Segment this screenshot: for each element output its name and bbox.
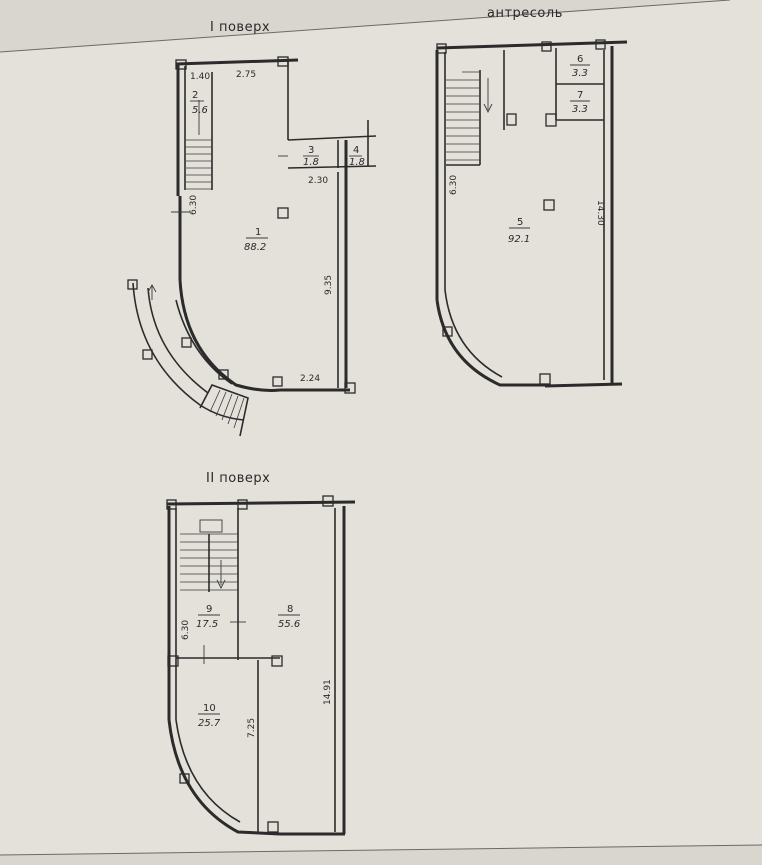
floor1-dim-2-24: 2.24 <box>300 374 320 384</box>
mezzanine-dim-6-30: 6.30 <box>449 175 459 195</box>
floor1-title: I поверх <box>210 20 270 35</box>
floor1-dim-9-35: 9.35 <box>324 275 334 295</box>
room1-number: 1 <box>255 227 261 238</box>
room4-area: 1.8 <box>349 157 365 168</box>
room3-number: 3 <box>308 145 314 156</box>
room7-number: 7 <box>577 90 583 101</box>
paper-bottom-edge <box>0 844 762 856</box>
mezzanine-title: антресоль <box>487 6 563 21</box>
mezzanine-plan: антресоль <box>435 6 628 388</box>
room6-area: 3.3 <box>572 68 588 79</box>
floor1-dim-1-40: 1.40 <box>190 72 210 82</box>
floor2-dim-6-30: 6.30 <box>181 620 191 640</box>
room8-area: 55.6 <box>278 619 300 630</box>
floor2-plan: II поверх <box>166 471 356 836</box>
floor1-plan: I поверх <box>127 20 377 437</box>
floor1-dim-6-30: 6.30 <box>189 195 199 215</box>
room5-number: 5 <box>517 217 523 228</box>
room2-number: 2 <box>192 90 198 101</box>
room2-area: 5.6 <box>192 105 208 116</box>
room10-area: 25.7 <box>198 718 221 729</box>
room1-area: 88.2 <box>244 242 266 253</box>
floor1-dim-2-30: 2.30 <box>308 176 328 186</box>
room4-number: 4 <box>353 145 359 156</box>
room7-area: 3.3 <box>572 104 588 115</box>
room3-area: 1.8 <box>303 157 319 168</box>
room5-area: 92.1 <box>508 234 530 245</box>
room9-area: 17.5 <box>196 619 218 630</box>
room6-number: 6 <box>577 54 583 65</box>
floor2-dim-7-25: 7.25 <box>247 718 257 738</box>
room8-number: 8 <box>287 604 293 615</box>
room10-number: 10 <box>203 703 216 714</box>
floor2-dim-14-91: 14.91 <box>323 679 333 705</box>
paper-edge <box>0 0 731 53</box>
room9-number: 9 <box>206 604 212 615</box>
floor2-title: II поверх <box>206 471 270 486</box>
mezzanine-dim-14-30: 14.30 <box>595 200 605 226</box>
floor1-dim-2-75: 2.75 <box>236 70 256 80</box>
